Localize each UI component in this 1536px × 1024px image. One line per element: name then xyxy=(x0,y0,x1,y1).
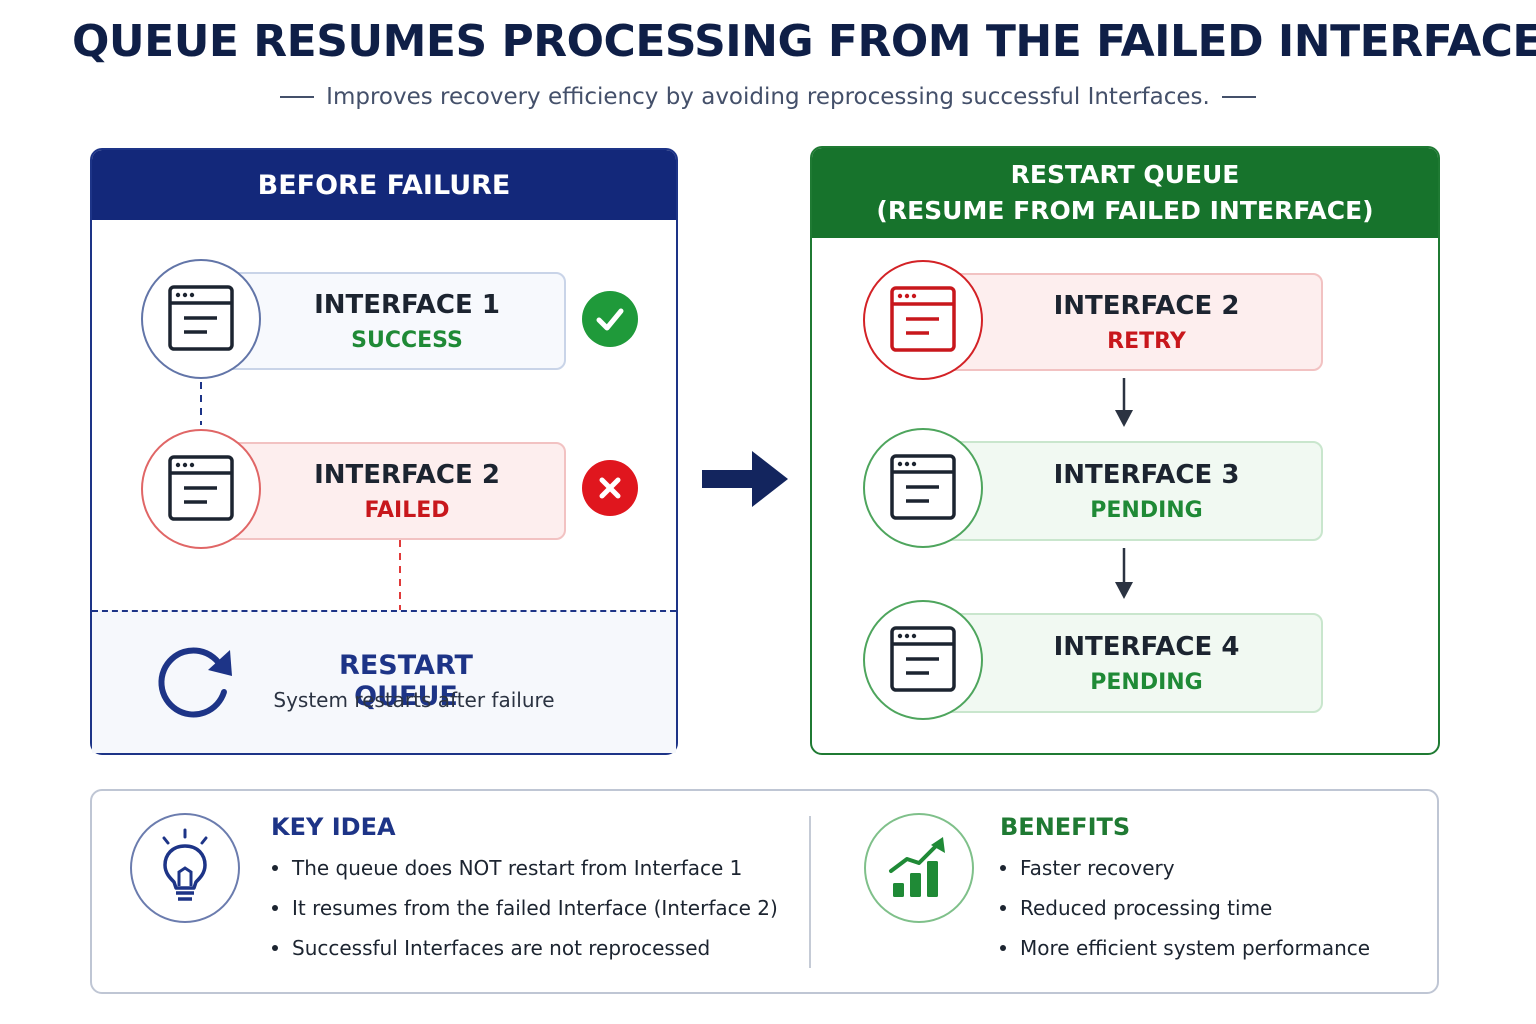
subtitle-text: Improves recovery efficiency by avoiding… xyxy=(326,84,1210,110)
growth-chart-icon xyxy=(889,837,945,897)
key-idea-bullet: Successful Interfaces are not reprocesse… xyxy=(270,928,778,968)
window-icon xyxy=(890,454,956,520)
refresh-icon xyxy=(158,647,232,718)
interface-3-title: INTERFACE 3 xyxy=(1053,459,1240,490)
summary-box xyxy=(90,789,1439,994)
retry-icon-circle xyxy=(863,260,983,380)
down-arrow-1 xyxy=(1115,378,1133,427)
key-idea-list: The queue does NOT restart from Interfac… xyxy=(270,848,778,968)
window-icon xyxy=(168,455,234,521)
key-idea-bullet: It resumes from the failed Interface (In… xyxy=(270,888,778,928)
interface-1-status: SUCCESS xyxy=(351,327,463,353)
interface-3-status: PENDING xyxy=(1090,497,1203,523)
interface-1-icon-circle xyxy=(141,259,261,379)
benefits-list: Faster recovery Reduced processing time … xyxy=(998,848,1370,968)
interface-2-title: INTERFACE 2 xyxy=(314,459,500,490)
window-icon xyxy=(890,286,956,352)
retry-interface-status: RETRY xyxy=(1107,328,1186,354)
key-idea-title: KEY IDEA xyxy=(271,813,396,841)
x-icon xyxy=(582,460,638,516)
interface-4-title: INTERFACE 4 xyxy=(1053,631,1240,662)
subtitle-dash-right xyxy=(1221,96,1256,98)
restart-queue-area xyxy=(92,610,676,753)
benefits-bullet: Reduced processing time xyxy=(998,888,1370,928)
interface-2-icon-circle xyxy=(141,429,261,549)
restart-queue-subtitle: System restarts after failure xyxy=(273,688,555,712)
restart-heading-line2: (RESUME FROM FAILED INTERFACE) xyxy=(876,196,1374,225)
restart-heading-line1: RESTART QUEUE xyxy=(1010,160,1240,189)
down-arrow-2 xyxy=(1115,548,1133,599)
interface-3-icon-circle xyxy=(863,428,983,548)
interface-2-failed-card: INTERFACE 2 FAILED xyxy=(208,442,566,540)
lightbulb-icon xyxy=(162,828,208,901)
check-icon xyxy=(582,291,638,347)
key-idea-bullet: The queue does NOT restart from Interfac… xyxy=(270,848,778,888)
page-subtitle: Improves recovery efficiency by avoiding… xyxy=(0,84,1536,110)
interface-2-status: FAILED xyxy=(364,497,450,523)
window-icon xyxy=(168,285,234,351)
interface-3-card: INTERFACE 3 PENDING xyxy=(930,441,1323,541)
interface-4-icon-circle xyxy=(863,600,983,720)
benefits-title: BENEFITS xyxy=(1000,813,1131,841)
interface-2-retry-card: INTERFACE 2 RETRY xyxy=(930,273,1323,371)
restart-queue-heading: RESTART QUEUE (RESUME FROM FAILED INTERF… xyxy=(812,148,1438,238)
key-idea-icon-circle xyxy=(130,813,240,923)
summary-divider xyxy=(809,816,811,968)
benefits-bullet: More efficient system performance xyxy=(998,928,1370,968)
restart-queue-title: RESTART QUEUE xyxy=(339,650,473,712)
before-failure-heading: BEFORE FAILURE xyxy=(92,150,676,220)
interface-4-card: INTERFACE 4 PENDING xyxy=(930,613,1323,713)
benefits-bullet: Faster recovery xyxy=(998,848,1370,888)
arrow-right-icon xyxy=(702,451,788,507)
interface-4-status: PENDING xyxy=(1090,669,1203,695)
window-icon xyxy=(890,626,956,692)
page-title: QUEUE RESUMES PROCESSING FROM THE FAILED… xyxy=(72,16,1536,67)
subtitle-dash-left xyxy=(280,96,315,98)
benefits-icon-circle xyxy=(864,813,974,923)
interface-1-card: INTERFACE 1 SUCCESS xyxy=(208,272,566,370)
retry-interface-title: INTERFACE 2 xyxy=(1053,290,1240,321)
interface-1-title: INTERFACE 1 xyxy=(314,289,500,320)
